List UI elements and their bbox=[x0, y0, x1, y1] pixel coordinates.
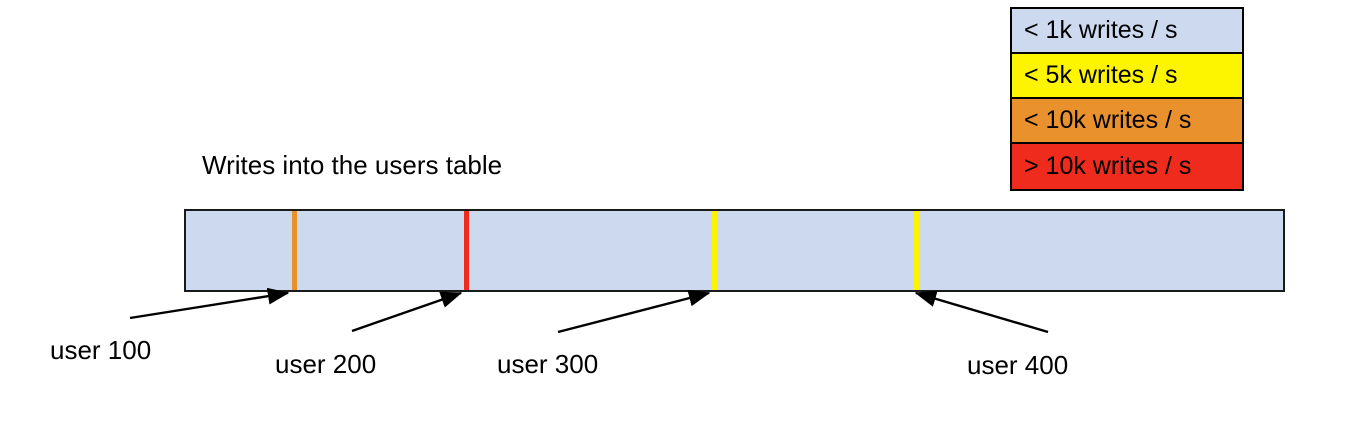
bar-marker-user-400 bbox=[914, 211, 919, 290]
arrow-user-100 bbox=[129, 287, 290, 320]
chart-title: Writes into the users table bbox=[202, 150, 503, 180]
bar-marker-user-300 bbox=[712, 211, 717, 290]
legend-label-under-10k: < 10k writes / s bbox=[1024, 106, 1192, 134]
arrow-user-200 bbox=[351, 291, 463, 333]
legend-row-under-10k: < 10k writes / s bbox=[1012, 99, 1242, 144]
bar-marker-user-200 bbox=[464, 211, 469, 290]
arrow-user-400 bbox=[914, 290, 1049, 334]
legend-label-under-1k: < 1k writes / s bbox=[1024, 16, 1178, 44]
legend-row-under-1k: < 1k writes / s bbox=[1012, 9, 1242, 54]
callout-label-user-300: user 300 bbox=[497, 349, 599, 379]
callout-label-user-200: user 200 bbox=[275, 349, 377, 379]
arrow-user-300 bbox=[557, 289, 711, 334]
legend-label-over-10k: > 10k writes / s bbox=[1024, 152, 1192, 180]
legend-row-under-5k: < 5k writes / s bbox=[1012, 54, 1242, 99]
bar-marker-user-100 bbox=[292, 211, 297, 290]
callout-label-user-100: user 100 bbox=[50, 335, 152, 365]
legend-row-over-10k: > 10k writes / s bbox=[1012, 144, 1242, 189]
legend: < 1k writes / s < 5k writes / s < 10k wr… bbox=[1010, 7, 1244, 191]
users-table-band bbox=[184, 209, 1285, 292]
legend-label-under-5k: < 5k writes / s bbox=[1024, 61, 1178, 89]
callout-label-user-400: user 400 bbox=[967, 350, 1069, 380]
